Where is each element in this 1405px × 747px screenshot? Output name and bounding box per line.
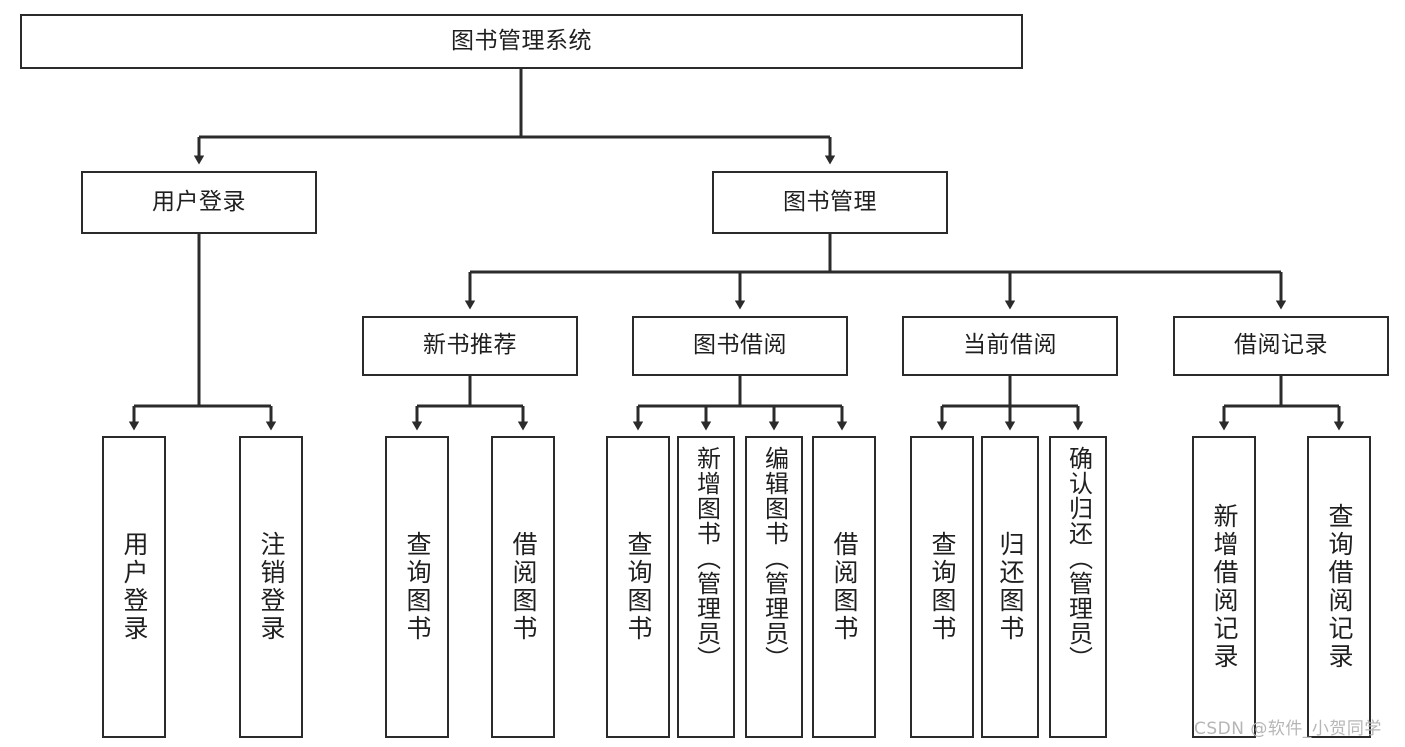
node-label: 查询图书 bbox=[403, 531, 432, 643]
edges-newbook-to-leaves bbox=[411, 376, 529, 431]
node-label: 借阅图书 bbox=[830, 531, 859, 643]
leaf-user-login-logout[interactable]: 注销登录 bbox=[239, 436, 303, 738]
leaf-current-borrow-return-book[interactable]: 归还图书 bbox=[981, 436, 1039, 738]
node-label: 编辑图书（管理员） bbox=[760, 446, 789, 671]
node-label: 借阅图书 bbox=[509, 531, 538, 643]
node-label: 图书管理系统 bbox=[451, 27, 592, 54]
leaf-new-book-query-book[interactable]: 查询图书 bbox=[385, 436, 449, 738]
node-label: 借阅记录 bbox=[1234, 332, 1328, 359]
edges-borrowrecord-to-leaves bbox=[1218, 376, 1345, 431]
leaf-book-borrow-edit-book-admin[interactable]: 编辑图书（管理员） bbox=[745, 436, 803, 738]
node-label: 注销登录 bbox=[257, 531, 286, 643]
leaf-current-borrow-query-book[interactable]: 查询图书 bbox=[910, 436, 974, 738]
node-user-login[interactable]: 用户登录 bbox=[81, 171, 317, 234]
watermark-text: CSDN @软件_小贺同学 bbox=[1194, 719, 1382, 739]
node-label: 图书借阅 bbox=[693, 332, 787, 359]
leaf-new-book-borrow-book[interactable]: 借阅图书 bbox=[491, 436, 555, 738]
node-label: 归还图书 bbox=[996, 531, 1025, 643]
node-label: 新增借阅记录 bbox=[1210, 503, 1239, 671]
edges-booksmgmt-to-level3 bbox=[464, 234, 1287, 310]
edges-userlogin-to-leaves bbox=[128, 234, 277, 431]
node-label: 用户登录 bbox=[152, 188, 246, 215]
node-label: 用户登录 bbox=[120, 531, 149, 643]
node-book-borrow[interactable]: 图书借阅 bbox=[632, 316, 848, 376]
node-label: 图书管理 bbox=[783, 188, 877, 215]
node-new-book-recommend[interactable]: 新书推荐 bbox=[362, 316, 578, 376]
leaf-book-borrow-add-book-admin[interactable]: 新增图书（管理员） bbox=[677, 436, 735, 738]
node-root-book-management-system[interactable]: 图书管理系统 bbox=[20, 14, 1023, 69]
edges-root-to-level2 bbox=[193, 69, 836, 165]
node-current-borrow[interactable]: 当前借阅 bbox=[902, 316, 1118, 376]
leaf-borrow-record-query-record[interactable]: 查询借阅记录 bbox=[1307, 436, 1371, 738]
node-label: 新增图书（管理员） bbox=[692, 446, 721, 671]
edges-currentborrow-to-leaves bbox=[936, 376, 1084, 431]
node-label: 查询图书 bbox=[624, 531, 653, 643]
leaf-current-borrow-confirm-return-admin[interactable]: 确认归还（管理员） bbox=[1049, 436, 1107, 738]
leaf-book-borrow-borrow-book[interactable]: 借阅图书 bbox=[812, 436, 876, 738]
node-borrow-record[interactable]: 借阅记录 bbox=[1173, 316, 1389, 376]
node-label: 查询借阅记录 bbox=[1325, 503, 1354, 671]
node-label: 当前借阅 bbox=[963, 332, 1057, 359]
edges-bookborrow-to-leaves bbox=[632, 376, 848, 431]
node-label: 确认归还（管理员） bbox=[1064, 446, 1093, 671]
leaf-borrow-record-add-record[interactable]: 新增借阅记录 bbox=[1192, 436, 1256, 738]
leaf-book-borrow-query-book[interactable]: 查询图书 bbox=[606, 436, 670, 738]
node-book-management[interactable]: 图书管理 bbox=[712, 171, 948, 234]
node-label: 新书推荐 bbox=[423, 332, 517, 359]
leaf-user-login-login[interactable]: 用户登录 bbox=[102, 436, 166, 738]
node-label: 查询图书 bbox=[928, 531, 957, 643]
